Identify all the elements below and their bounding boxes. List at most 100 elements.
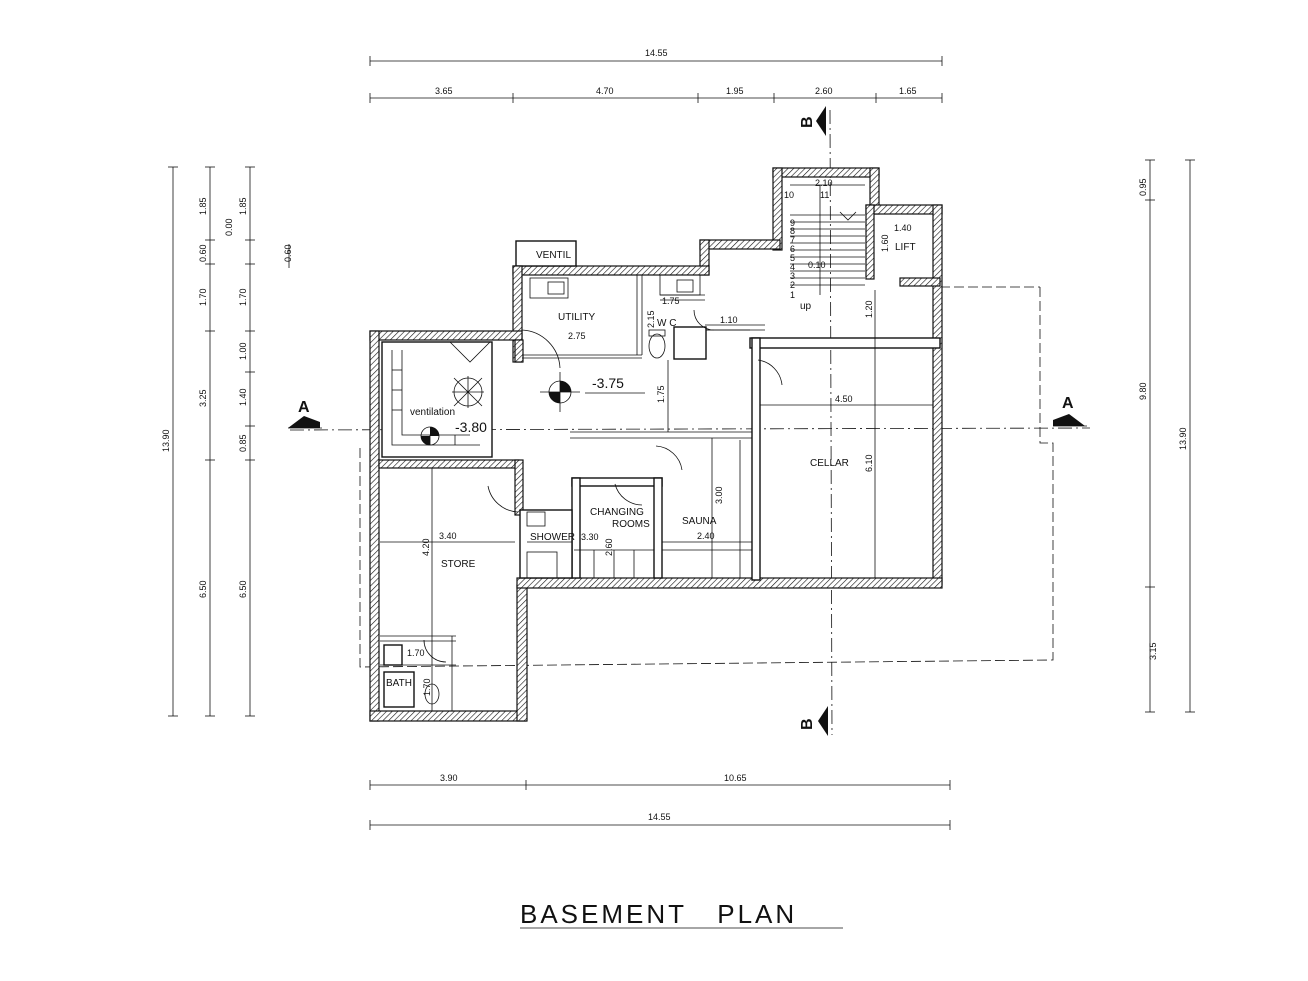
wc-toilet-icon (648, 333, 666, 359)
stair-step-5: 5 (790, 253, 795, 263)
sauna-height-dim: 3.00 (714, 486, 724, 504)
wc-height-dim: 2.15 (646, 310, 656, 328)
bath-label: BATH (386, 678, 412, 689)
dim-top-seg-4: 2.60 (815, 86, 833, 96)
stair-step-8: 8 (790, 226, 795, 236)
dim-left-small: 0.60 (283, 244, 293, 262)
left-dimension-chains: 13.90 1.85 0.60 1.70 3.25 6.50 1.85 0.00… (161, 166, 293, 717)
shower-tray-icon (526, 551, 558, 579)
stair-step-1: 1 (790, 290, 795, 300)
dim-left-b-6: 0.85 (238, 434, 248, 452)
changing-label-1: CHANGING (590, 507, 644, 518)
door-swings (423, 309, 783, 663)
stair-step-9: 9 (790, 218, 795, 228)
bath-height-dim: 1.70 (422, 678, 432, 696)
cellar-label: CELLAR (810, 458, 849, 469)
corridor-dim: 1.75 (656, 385, 666, 403)
section-marker-a-right: A (1053, 395, 1087, 427)
section-marker-a-left: A (288, 399, 322, 429)
walls (369, 167, 943, 722)
section-label-b-bottom: B (799, 718, 816, 730)
cellar-height-dim: 6.10 (864, 454, 874, 472)
shower-label: SHOWER (530, 532, 575, 543)
changing-dim: 2.60 (604, 538, 614, 556)
changing-label-2: ROOMS (612, 519, 650, 530)
dim-left-a-5: 6.50 (198, 580, 208, 598)
dim-left-b-3: 1.70 (238, 288, 248, 306)
section-marker-b-top: B (799, 106, 826, 136)
stair-step-6: 6 (790, 244, 795, 254)
partitions (380, 275, 941, 711)
dim-left-a-1: 1.85 (198, 197, 208, 215)
ventil-label: VENTIL (536, 250, 571, 261)
section-marker-b-bottom: B (799, 706, 828, 736)
dim-right-2: 9.80 (1138, 382, 1148, 400)
dim-right-3: 3.15 (1148, 642, 1158, 660)
dim-left-a-4: 3.25 (198, 389, 208, 407)
level-marker-main-icon (540, 372, 645, 412)
right-stair: 10 11 9 8 7 6 5 4 3 2 1 2.10 0.10 up (784, 178, 865, 312)
dim-left-b-7: 6.50 (238, 580, 248, 598)
dim-top-seg-1: 3.65 (435, 86, 453, 96)
lift-width-dim: 1.40 (894, 223, 912, 233)
lift-height-dim: 1.60 (880, 234, 890, 252)
dim-bottom-total: 14.55 (648, 812, 671, 822)
dim-top-total: 14.55 (645, 48, 668, 58)
dim-bottom-seg-2: 10.65 (724, 773, 747, 783)
dim-left-b-5: 1.40 (238, 388, 248, 406)
dim-right-1: 0.95 (1138, 178, 1148, 196)
lift-label: LIFT (895, 242, 916, 253)
bottom-dimension-chains: 3.90 10.65 14.55 (369, 773, 951, 830)
plan-title-block: BASEMENT PLAN (520, 899, 843, 929)
dim-left-total: 13.90 (161, 429, 171, 452)
dim-left-a-2: 0.60 (198, 244, 208, 262)
right-dimension-chains: 0.95 9.80 3.15 13.90 (1138, 159, 1195, 713)
top-dimension-chains: 14.55 3.65 4.70 1.95 2.60 1.65 (369, 48, 943, 103)
lift-below-dim: 1.20 (864, 300, 874, 318)
lobby-dim: 1.10 (720, 315, 738, 325)
section-label-a-right: A (1062, 395, 1074, 412)
store-width-dim: 3.40 (439, 531, 457, 541)
store-label: STORE (441, 559, 476, 570)
stair-width: 2.10 (815, 178, 833, 188)
store-height-dim: 4.20 (421, 538, 431, 556)
stair-gap: 0.10 (808, 260, 826, 270)
dim-left-b-4: 1.00 (238, 342, 248, 360)
room-labels: VENTIL UTILITY 2.75 1.75 2.15 W C 1.10 1… (386, 223, 916, 696)
level-stair: -3.80 (455, 419, 487, 435)
interior-dimension-lines (380, 290, 933, 711)
ventilation-fan-icon (452, 376, 484, 408)
wc-label: W C (657, 318, 676, 329)
sauna-label: SAUNA (682, 516, 717, 527)
section-label-a-left: A (298, 399, 310, 416)
dim-top-seg-5: 1.65 (899, 86, 917, 96)
dim-top-seg-2: 4.70 (596, 86, 614, 96)
wc-sink-icon (659, 274, 701, 296)
stair-step-7: 7 (790, 235, 795, 245)
plan-title: BASEMENT PLAN (520, 899, 797, 929)
dim-top-seg-3: 1.95 (726, 86, 744, 96)
stair-step-2: 2 (790, 280, 795, 290)
bath-width-dim: 1.70 (407, 648, 425, 658)
shower-dim: 3.30 (581, 532, 599, 542)
section-label-b-top: B (799, 116, 816, 128)
sauna-width-dim: 2.40 (697, 531, 715, 541)
dim-bottom-seg-1: 3.90 (440, 773, 458, 783)
utility-dim: 2.75 (568, 331, 586, 341)
stair-step-10: 10 (784, 190, 794, 200)
stair-up-label: up (800, 301, 812, 312)
dim-right-total: 13.90 (1178, 427, 1188, 450)
dim-left-b-1: 1.85 (238, 197, 248, 215)
stair-step-3: 3 (790, 271, 795, 281)
utility-label: UTILITY (558, 312, 596, 323)
utility-sink-icon (529, 277, 569, 299)
dim-left-a-3: 1.70 (198, 288, 208, 306)
level-main: -3.75 (592, 375, 624, 391)
left-stair (381, 341, 493, 458)
shower-sink-icon (526, 511, 546, 527)
cellar-width-dim: 4.50 (835, 394, 853, 404)
wc-width-dim: 1.75 (662, 296, 680, 306)
stair-step-4: 4 (790, 262, 795, 272)
stair-step-11: 11 (820, 190, 829, 200)
